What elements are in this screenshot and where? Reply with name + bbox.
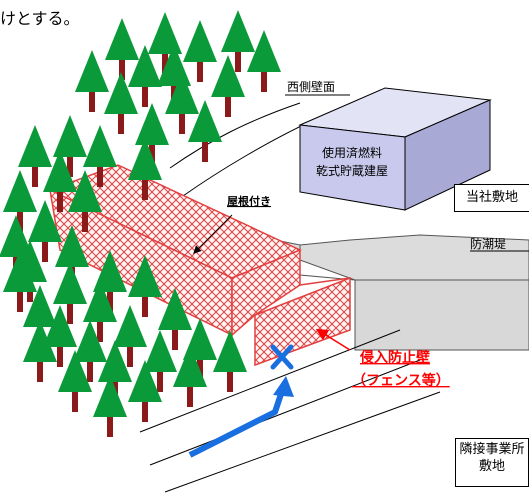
tree [93, 250, 127, 312]
intrusion-arrow-head [273, 376, 294, 397]
tree [43, 150, 77, 212]
roof-leader-arrow [193, 214, 233, 254]
forest [0, 10, 281, 437]
seawall-label: 防潮堤 [470, 236, 506, 251]
tree [128, 360, 162, 422]
tree [128, 255, 162, 317]
tree [128, 138, 162, 200]
tree [43, 305, 77, 367]
tree [158, 288, 192, 350]
tree [188, 100, 222, 162]
header-text: けとする。 [0, 9, 80, 28]
blocked-x-icon [270, 344, 294, 370]
neighbor-site-text-2: 敷地 [478, 458, 505, 474]
neighbor-site-text-1: 隣接事業所 [459, 442, 525, 457]
tree [73, 320, 107, 382]
tree [104, 72, 138, 134]
tree [173, 345, 207, 407]
tree [247, 30, 281, 92]
tree [128, 45, 162, 107]
tree [68, 170, 102, 232]
tree [53, 115, 87, 177]
west-wall-label: 西側壁面 [287, 79, 335, 94]
company-site-text: 当社敷地 [465, 190, 518, 205]
west-wall-line-1 [169, 102, 301, 169]
neighbor-site-label: 隣接事業所 敷地 [455, 438, 529, 487]
storage-building-label-1: 使用済燃料 [322, 145, 382, 160]
intrusion-path-arrow [188, 387, 286, 458]
seawall [229, 234, 529, 351]
road-line-3 [164, 391, 441, 493]
tree [211, 55, 245, 117]
road-line-1 [139, 329, 401, 433]
roof-label: 屋根付き [227, 194, 271, 208]
company-site-label: 当社敷地 [454, 184, 529, 212]
storage-building-label-2: 乾式貯蔵建屋 [316, 164, 388, 178]
tree [53, 262, 87, 324]
intrusion-wall-label-2: （フェンス等） [352, 372, 450, 389]
tree [143, 330, 177, 392]
tree [3, 170, 37, 232]
storage-building [298, 87, 492, 211]
tree [93, 375, 127, 437]
tree [58, 350, 92, 412]
tree [165, 72, 199, 134]
tree [23, 320, 57, 382]
tree [28, 200, 62, 262]
tree [148, 12, 182, 74]
tree [213, 330, 247, 392]
tree [75, 50, 109, 112]
tree [183, 20, 217, 82]
road-line-2 [149, 359, 421, 466]
tree [83, 280, 117, 342]
tree [135, 103, 169, 165]
tree [105, 18, 139, 80]
tree [83, 125, 117, 187]
tree [18, 125, 52, 187]
tree [113, 305, 147, 367]
intrusion-wall-leader [315, 328, 351, 351]
intrusion-wall-structure [48, 164, 351, 367]
intrusion-wall-label-1: 侵入防止壁 [359, 349, 430, 366]
tree [221, 10, 255, 72]
tree [3, 250, 37, 312]
